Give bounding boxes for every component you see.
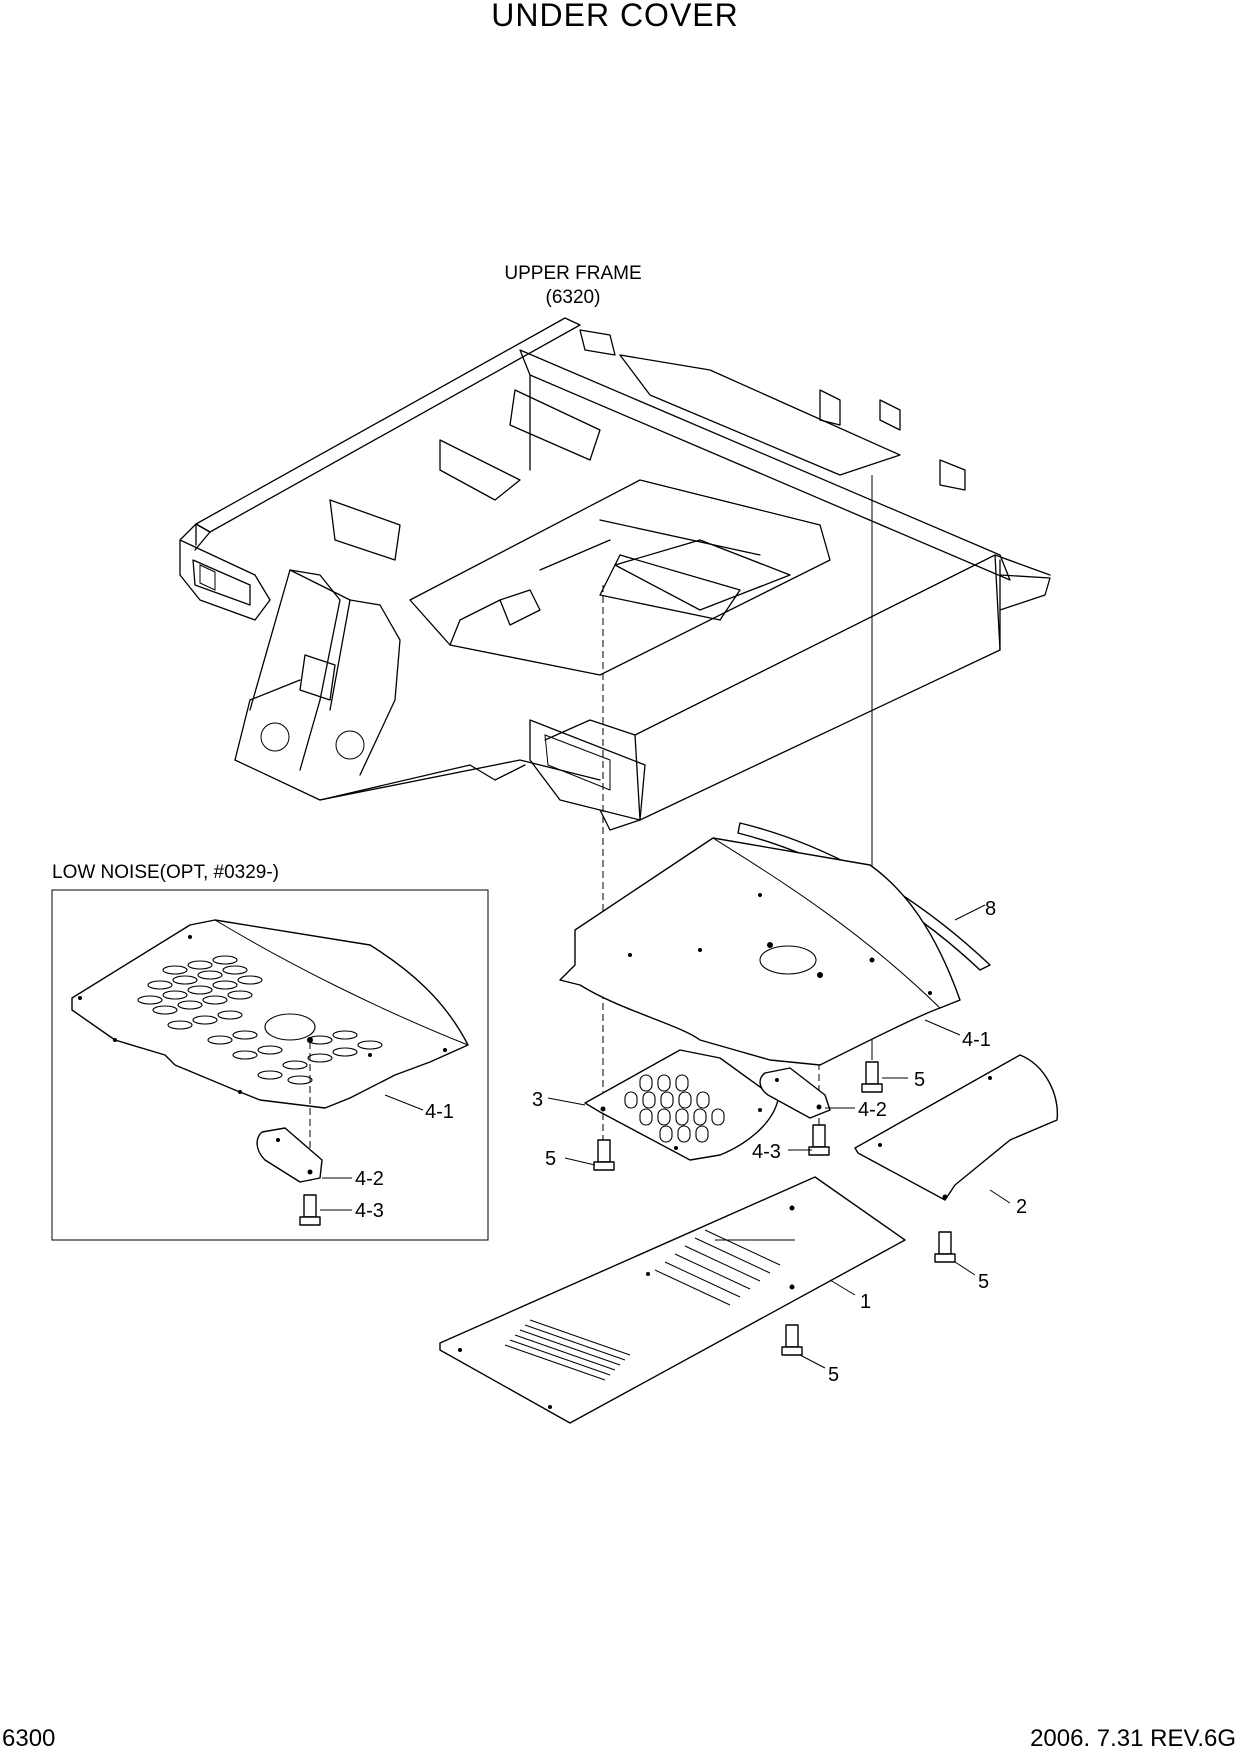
callout-4-2: 4-2 (858, 1099, 887, 1121)
bolt-main-5c (934, 1231, 956, 1263)
part-4-1-cover (559, 837, 961, 1066)
upper-frame-code: (6320) (546, 287, 601, 308)
bolt-main-5d (781, 1324, 803, 1356)
upper-frame-drawing (179, 317, 1051, 831)
callout-1: 1 (860, 1291, 871, 1313)
callout-8: 8 (985, 898, 996, 920)
leader-lines (547, 904, 1011, 1369)
bolt-main-5b (593, 1139, 615, 1171)
bolt-main-5a (861, 1061, 883, 1093)
revision-stamp: 2006. 7.31 REV.6G (1030, 1725, 1236, 1752)
callouts-main: 8 4-1 5 3 4-2 4-3 5 2 5 1 5 (532, 898, 1027, 1386)
inset-frame (51, 889, 489, 1241)
upper-frame-label: UPPER FRAME (504, 263, 641, 284)
part-3-perforated-plate (584, 1049, 779, 1161)
bolt-main-4-3 (808, 1124, 830, 1156)
callout-5: 5 (914, 1069, 925, 1091)
part-4-2-bracket (759, 1067, 831, 1119)
inset-callout-4-2: 4-2 (355, 1168, 384, 1190)
callout-5: 5 (545, 1148, 556, 1170)
inset-slot-pattern (137, 955, 383, 1085)
callout-3: 3 (532, 1089, 543, 1111)
callout-2: 2 (1016, 1196, 1027, 1218)
callout-4-3: 4-3 (752, 1141, 781, 1163)
part-2-side-cover (854, 1054, 1059, 1201)
low-noise-inset: 4-1 4-2 4-3 (51, 889, 489, 1241)
callout-5: 5 (978, 1271, 989, 1293)
callout-5: 5 (828, 1364, 839, 1386)
inset-callout-4-1: 4-1 (425, 1101, 454, 1123)
inset-callout-4-3: 4-3 (355, 1200, 384, 1222)
low-noise-label: LOW NOISE(OPT, #0329-) (52, 862, 279, 883)
callout-4-1: 4-1 (962, 1029, 991, 1051)
page-title: UNDER COVER (491, 0, 738, 33)
part-1-bottom-cover (439, 1176, 906, 1424)
page-number: 6300 (2, 1725, 55, 1752)
